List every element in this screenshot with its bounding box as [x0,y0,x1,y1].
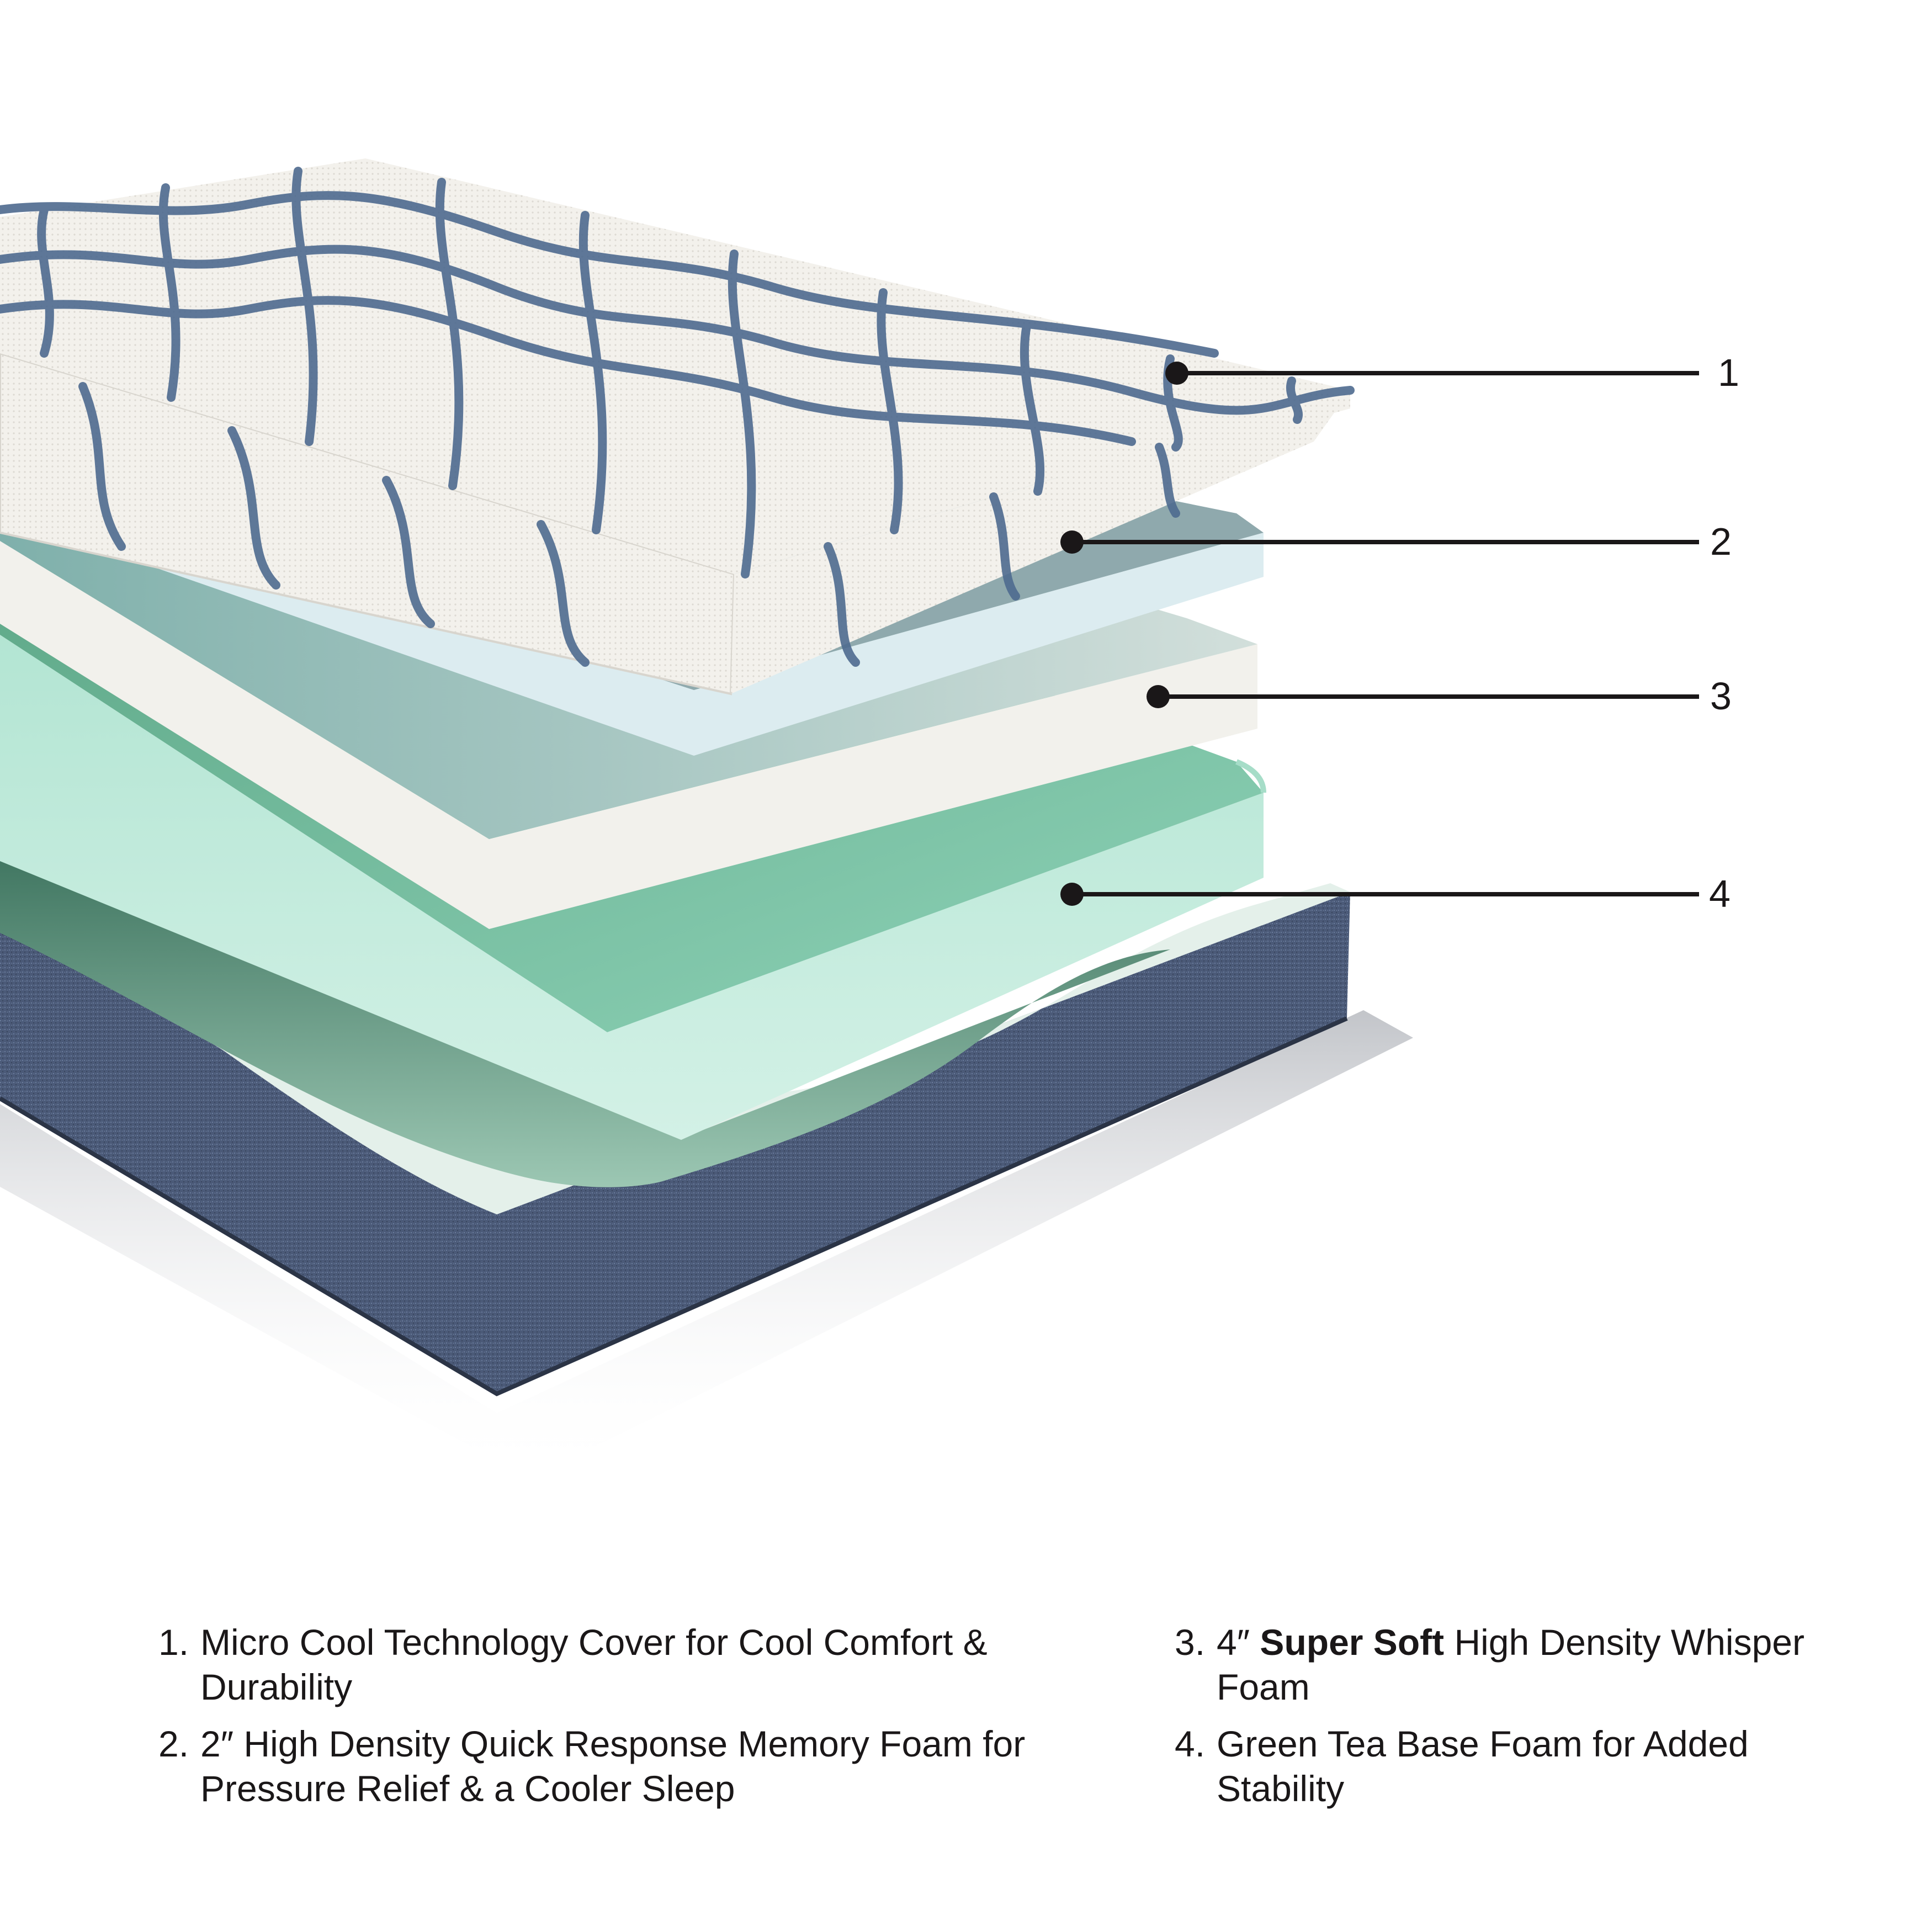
callout-number-1: 1 [1718,351,1739,394]
callout-number-2: 2 [1710,520,1732,563]
mattress-layers-illustration [0,158,1699,1479]
legend-item-4: 4. Green Tea Base Foam for Added Stabili… [1175,1722,1837,1811]
callout-3 [1147,685,1699,708]
callout-dot-icon [1165,362,1188,385]
callout-dot-icon [1060,530,1084,554]
legend-item-text-bold: Super Soft [1260,1622,1445,1663]
callout-1 [1165,362,1699,385]
legend-item-text-post: High Density Whisper Foam [1217,1622,1804,1707]
legend-item-text-pre: 4″ [1217,1622,1260,1663]
legend-right-column: 3. 4″ Super Soft High Density Whisper Fo… [1175,1620,1837,1823]
callout-dot-icon [1060,883,1084,906]
layer-1-cool-cover [0,158,1355,696]
callout-dot-icon [1147,685,1170,708]
callout-2 [1060,530,1699,554]
legend-item-number: 4. [1175,1723,1206,1764]
floor-shadow [0,1010,1413,1479]
callout-number-4: 4 [1709,872,1731,915]
legend-item-text: 2″ High Density Quick Response Memory Fo… [200,1723,1026,1809]
inner-liner [0,850,1350,1214]
legend-left-column: 1. Micro Cool Technology Cover for Cool … [158,1620,1069,1823]
callout-4 [1060,883,1699,906]
legend-item-1: 1. Micro Cool Technology Cover for Cool … [158,1620,1069,1710]
base-casing [0,892,1350,1397]
callout-number-3: 3 [1710,675,1732,718]
legend-item-text: Green Tea Base Foam for Added Stability [1217,1723,1749,1809]
legend-item-number: 2. [158,1723,189,1764]
legend-item-number: 1. [158,1622,189,1663]
legend-item-text: Micro Cool Technology Cover for Cool Com… [200,1622,988,1707]
legend-item-number: 3. [1175,1622,1206,1663]
legend-item-text: 4″ Super Soft High Density Whisper Foam [1217,1622,1804,1707]
legend-item-3: 3. 4″ Super Soft High Density Whisper Fo… [1175,1620,1837,1710]
legend-item-2: 2. 2″ High Density Quick Response Memory… [158,1722,1069,1811]
